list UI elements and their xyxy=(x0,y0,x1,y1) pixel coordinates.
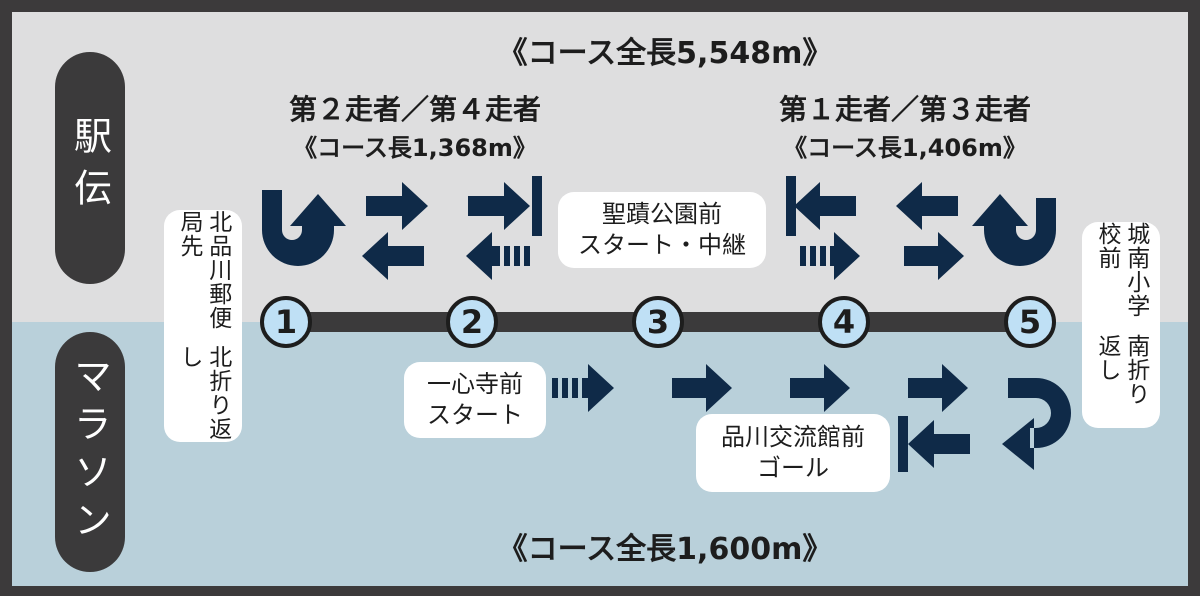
marathon-start-box: 一心寺前 スタート xyxy=(404,362,546,438)
north-turnaround-line2: 北折り返し xyxy=(176,345,231,442)
right-arrow-icon xyxy=(366,182,428,230)
ekiden-label: 駅伝 xyxy=(55,52,125,284)
right-arrow-dotted-icon xyxy=(830,232,860,280)
right-group-length: 《コース長1,406m》 xyxy=(783,134,1027,162)
north-turnaround-line1: 北品川郵便局先 xyxy=(176,210,231,330)
dash-icon xyxy=(572,378,578,398)
marathon-start-line2: スタート xyxy=(427,401,523,429)
left-group-runners: 第２走者／第４走者 xyxy=(288,93,541,126)
dash-icon xyxy=(504,246,510,266)
start-relay-line2: スタート・中継 xyxy=(578,231,746,259)
left-arrow-to-bar-icon xyxy=(908,420,970,468)
marathon-start-line1: 一心寺前 xyxy=(427,369,523,398)
course-point-label: 2 xyxy=(461,303,483,341)
course-point-2 xyxy=(446,296,498,348)
uturn-arrow-icon xyxy=(262,190,346,266)
course-point-label: 1 xyxy=(275,303,297,341)
right-arrow-icon xyxy=(908,364,968,412)
dash-icon xyxy=(810,246,816,266)
right-group-runners: 第１走者／第３走者 xyxy=(778,93,1031,126)
arrow-group xyxy=(262,176,1071,472)
bar-icon xyxy=(786,176,796,236)
dash-icon xyxy=(800,246,806,266)
dash-icon xyxy=(514,246,520,266)
left-arrow-icon xyxy=(362,232,424,280)
uturn-arrow-icon xyxy=(972,194,1056,266)
bar-icon xyxy=(532,176,542,236)
left-arrow-icon xyxy=(896,182,958,230)
north-turnaround-box: 北品川郵便局先 北折り返し xyxy=(164,210,242,442)
south-turnaround-box: 城南小学校前 南折り返し xyxy=(1082,222,1160,428)
right-arrow-dotted-icon xyxy=(582,364,614,412)
marathon-goal-line2: ゴール xyxy=(757,454,829,482)
right-arrow-to-bar-icon xyxy=(468,182,530,230)
start-relay-box: 聖蹟公園前 スタート・中継 xyxy=(558,192,766,268)
course-point-1 xyxy=(260,296,312,348)
south-turnaround-line1: 城南小学校前 xyxy=(1094,222,1149,318)
left-arrow-from-bar-icon xyxy=(794,182,856,230)
left-group-length: 《コース長1,368m》 xyxy=(293,134,537,162)
left-arrow-dotted-icon xyxy=(466,232,500,280)
course-point-5 xyxy=(1004,296,1056,348)
course-point-label: 4 xyxy=(833,303,855,341)
uturn-arrow-icon xyxy=(1002,378,1071,470)
course-points: 1 2 3 4 5 xyxy=(260,296,1056,348)
dash-icon xyxy=(562,378,568,398)
ekiden-total-course: 《コース全長5,548m》 xyxy=(497,36,833,71)
marathon-goal-box: 品川交流館前 ゴール xyxy=(696,414,890,492)
bar-icon xyxy=(898,416,908,472)
course-point-label: 5 xyxy=(1019,303,1041,341)
south-turnaround-line2: 南折り返し xyxy=(1094,334,1149,407)
right-arrow-icon xyxy=(790,364,850,412)
dash-icon xyxy=(552,378,558,398)
marathon-total-course: 《コース全長1,600m》 xyxy=(497,532,833,567)
course-point-4 xyxy=(818,296,870,348)
marathon-goal-line1: 品川交流館前 xyxy=(721,422,865,451)
start-relay-line1: 聖蹟公園前 xyxy=(602,199,722,228)
right-arrow-icon xyxy=(672,364,732,412)
marathon-label: マラソン xyxy=(55,332,125,572)
course-point-3 xyxy=(632,296,684,348)
dash-icon xyxy=(820,246,826,266)
right-arrow-icon xyxy=(904,232,964,280)
dash-icon xyxy=(524,246,530,266)
course-point-label: 3 xyxy=(647,303,669,341)
